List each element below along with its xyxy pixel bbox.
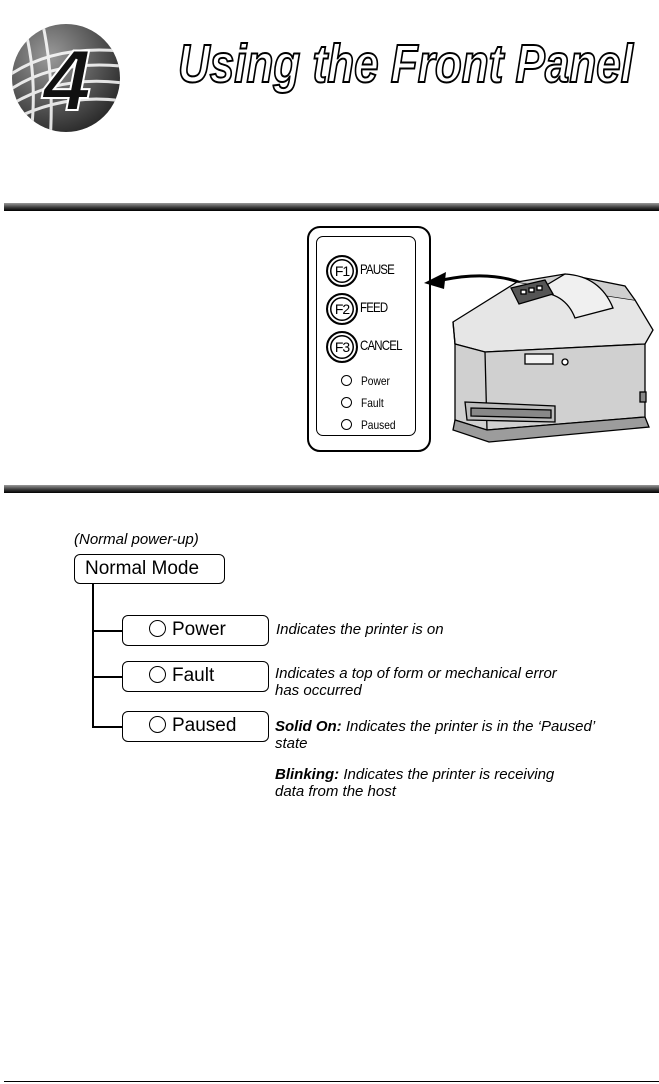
fault-indicator-box: Fault bbox=[122, 661, 269, 692]
section-rule bbox=[4, 485, 659, 493]
pause-key-label: PAUSE bbox=[360, 261, 395, 277]
normal-mode-box: Normal Mode bbox=[74, 554, 225, 584]
front-panel-face: F1 PAUSE F2 FEED F3 CANCEL Power Fault P… bbox=[316, 236, 416, 436]
tree-branch bbox=[92, 726, 123, 728]
f3-key: F3 bbox=[326, 331, 358, 363]
feed-key-label: FEED bbox=[360, 299, 388, 315]
chapter-title-text: Using the Front Panel bbox=[178, 34, 634, 94]
paused-indicator-label: Paused bbox=[172, 715, 237, 736]
f1-key: F1 bbox=[326, 255, 358, 287]
tree-connector bbox=[92, 584, 94, 727]
tree-branch bbox=[92, 676, 123, 678]
power-led-icon bbox=[149, 620, 166, 637]
paused-blink-description: Blinking: Indicates the printer is recei… bbox=[275, 766, 565, 800]
fault-led-label: Fault bbox=[361, 396, 384, 410]
chapter-badge: 4 bbox=[12, 24, 120, 132]
solid-on-text: Indicates the printer is in the ‘Paused’… bbox=[275, 718, 595, 752]
fault-indicator-label: Fault bbox=[172, 665, 215, 686]
power-indicator-label: Power bbox=[172, 619, 226, 640]
chapter-number: 4 bbox=[41, 33, 91, 129]
footer-rule bbox=[4, 1081, 659, 1082]
paused-solid-description: Solid On: Indicates the printer is in th… bbox=[275, 718, 605, 752]
paused-led-icon bbox=[149, 716, 166, 733]
blinking-text: Indicates the printer is receiving data … bbox=[275, 766, 555, 800]
chapter-title: Using the Front Panel bbox=[177, 33, 635, 95]
solid-on-label: Solid On: bbox=[275, 718, 342, 735]
power-up-note: (Normal power-up) bbox=[74, 531, 199, 548]
printer-illustration bbox=[452, 273, 654, 443]
tree-branch bbox=[92, 630, 123, 632]
cancel-key-label: CANCEL bbox=[360, 337, 402, 353]
blinking-label: Blinking: bbox=[275, 766, 340, 783]
fault-led-icon bbox=[341, 397, 352, 408]
fault-led-icon bbox=[149, 666, 166, 683]
section-rule bbox=[4, 203, 659, 211]
paused-indicator-box: Paused bbox=[122, 711, 269, 742]
power-indicator-box: Power bbox=[122, 615, 269, 646]
f2-key: F2 bbox=[326, 293, 358, 325]
paused-led-label: Paused bbox=[361, 418, 396, 432]
power-led-label: Power bbox=[361, 374, 390, 388]
power-description: Indicates the printer is on bbox=[276, 621, 444, 638]
fault-description: Indicates a top of form or mechanical er… bbox=[275, 665, 557, 699]
paused-led-icon bbox=[341, 419, 352, 430]
power-led-icon bbox=[341, 375, 352, 386]
normal-mode-label: Normal Mode bbox=[85, 558, 200, 579]
